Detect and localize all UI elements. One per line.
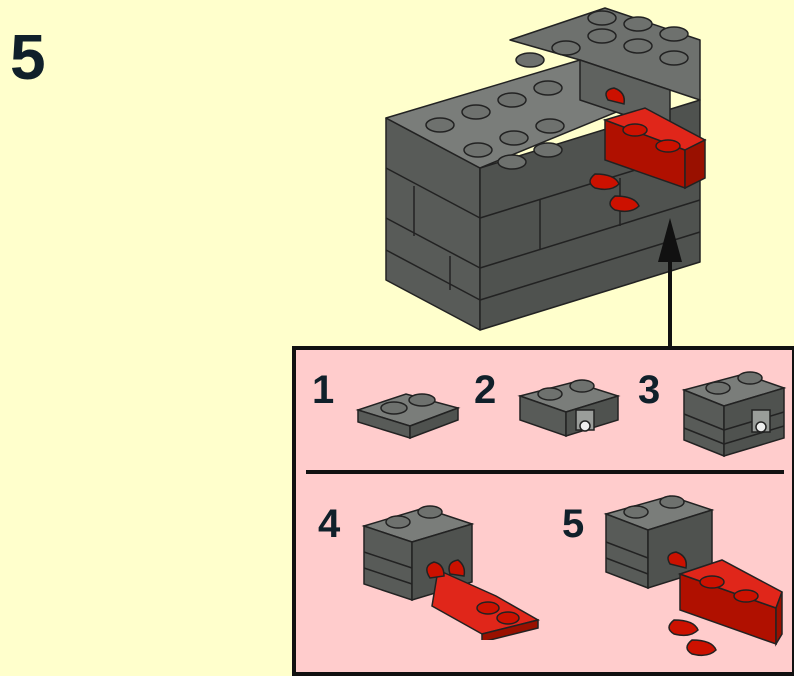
step-number: 5	[10, 20, 46, 94]
stud-icon	[660, 27, 688, 41]
substep-1-number: 1	[312, 368, 334, 413]
dark-gray-stacked-bricks-with-clip-icon	[678, 356, 790, 464]
stud-icon	[588, 29, 616, 43]
substeps-panel: 1 2 3	[292, 346, 794, 676]
red-plate-with-clips-attached-icon	[358, 490, 548, 640]
stud-icon	[462, 105, 490, 119]
dark-gray-1x2-brick-with-clip-icon	[514, 360, 624, 450]
stud-icon	[534, 81, 562, 95]
stud-icon	[552, 41, 580, 55]
stud-icon	[516, 53, 544, 67]
panel-divider	[306, 470, 784, 474]
stud-icon	[426, 118, 454, 132]
substep-5-number: 5	[562, 502, 584, 547]
stud-icon	[464, 143, 492, 157]
stud-icon	[624, 39, 652, 53]
stud-icon	[588, 11, 616, 25]
substep-2-number: 2	[474, 368, 496, 413]
stud-icon	[500, 131, 528, 145]
substep-3-number: 3	[638, 368, 660, 413]
stud-icon	[536, 119, 564, 133]
stud-icon	[660, 51, 688, 65]
stud-icon	[534, 143, 562, 157]
substep-4-number: 4	[318, 502, 340, 547]
stud-icon	[624, 17, 652, 31]
dark-gray-1x2-plate-icon	[352, 368, 462, 448]
red-plates-stacked-with-clips-icon	[600, 484, 788, 664]
stud-icon	[498, 93, 526, 107]
arrow-up-icon	[650, 218, 690, 350]
stud-icon	[498, 155, 526, 169]
